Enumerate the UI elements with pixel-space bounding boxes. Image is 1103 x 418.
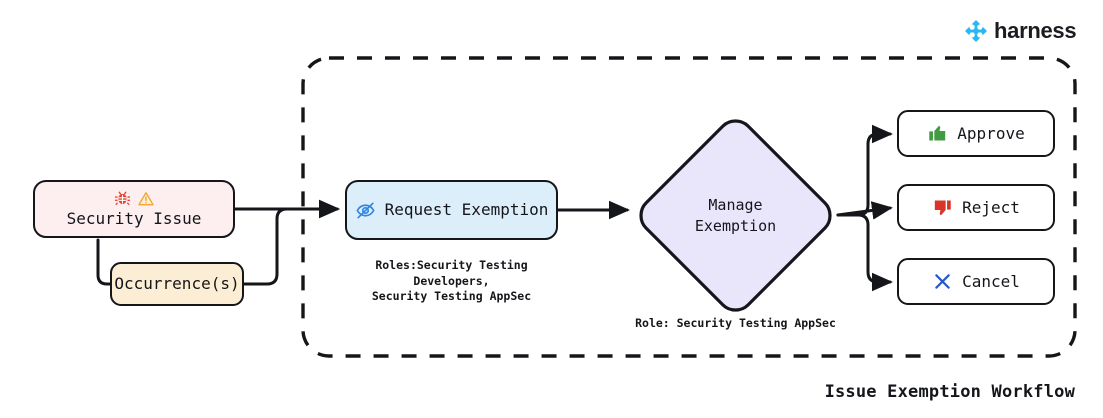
diamond-shape (639, 119, 832, 312)
node-label-reject: Reject (962, 197, 1020, 217)
edge-occurrences-to-request (242, 199, 340, 286)
node-request-exemption[interactable]: Request Exemption (345, 180, 558, 240)
brand-name: harness (994, 18, 1077, 43)
warning-triangle-icon (137, 191, 154, 205)
edge-manage-to-reject (836, 201, 893, 220)
edge-manage-to-approve (836, 124, 893, 217)
node-manage-exemption[interactable]: Manage Exemption (633, 113, 838, 318)
thumbs-down-icon (934, 200, 951, 216)
thumbs-up-icon (929, 125, 946, 141)
node-cancel[interactable]: Cancel (897, 258, 1055, 305)
node-label-manage-exemption-line2: Exemption (694, 216, 777, 235)
node-label-occurrences: Occurrence(s) (114, 274, 240, 293)
node-reject[interactable]: Reject (897, 184, 1055, 231)
node-label-cancel: Cancel (962, 271, 1020, 291)
harness-brand: harness (963, 18, 1077, 44)
node-label-request-exemption: Request Exemption (384, 200, 549, 219)
node-approve[interactable]: Approve (897, 110, 1055, 157)
node-label-manage-exemption-line1: Manage (708, 196, 763, 215)
node-security-issue[interactable]: Security Issue (33, 180, 235, 238)
node-label-approve: Approve (957, 123, 1025, 143)
bug-icon (114, 191, 130, 205)
harness-logo-icon (965, 20, 987, 42)
edge-manage-to-cancel (836, 213, 893, 292)
security-issue-icons (114, 190, 155, 208)
diagram-title: Issue Exemption Workflow (824, 382, 1075, 402)
node-occurrences[interactable]: Occurrence(s) (110, 262, 244, 306)
caption-manage-exemption-role: Role: Security Testing AppSec (635, 316, 836, 330)
eye-slash-icon (356, 201, 375, 219)
close-x-icon (935, 274, 950, 289)
node-label-security-issue: Security Issue (66, 208, 202, 228)
caption-request-exemption-roles: Roles:Security Testing Developers, Secur… (371, 258, 532, 304)
